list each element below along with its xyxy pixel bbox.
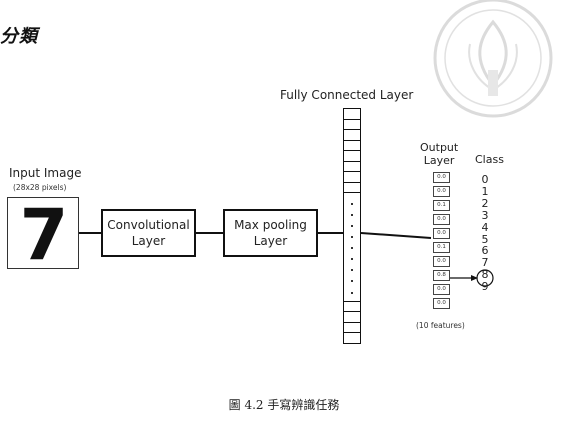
output-neuron: 0.0 bbox=[433, 186, 450, 197]
output-neuron: 0.0 bbox=[433, 256, 450, 267]
convolutional-layer-label: Convolutional Layer bbox=[107, 217, 189, 249]
max-pooling-layer-box: Max pooling Layer bbox=[223, 209, 318, 257]
output-neuron: 0.0 bbox=[433, 228, 450, 239]
fc-neuron bbox=[343, 332, 361, 344]
ellipsis-dot bbox=[351, 292, 353, 294]
class-title: Class bbox=[475, 153, 504, 166]
ellipsis-dot bbox=[351, 258, 353, 260]
convolutional-layer-box: Convolutional Layer bbox=[101, 209, 196, 257]
output-neuron: 0.0 bbox=[433, 284, 450, 295]
fully-connected-title: Fully Connected Layer bbox=[280, 88, 413, 102]
output-neuron: 0.0 bbox=[433, 298, 450, 309]
output-features-note: (10 features) bbox=[416, 321, 465, 330]
ellipsis-dot bbox=[351, 203, 353, 205]
ellipsis-dot bbox=[351, 236, 353, 238]
ellipsis-dot bbox=[351, 280, 353, 282]
max-pooling-layer-label: Max pooling Layer bbox=[234, 217, 307, 249]
output-neuron: 0.8 bbox=[433, 270, 450, 281]
ellipsis-dot bbox=[351, 247, 353, 249]
fc-neuron-ellipsis bbox=[343, 192, 361, 302]
ellipsis-dot bbox=[351, 269, 353, 271]
output-neuron: 0.1 bbox=[433, 200, 450, 211]
output-neuron: 0.0 bbox=[433, 214, 450, 225]
ellipsis-dot bbox=[351, 214, 353, 216]
fully-connected-column bbox=[343, 108, 361, 344]
output-neuron: 0.0 bbox=[433, 172, 450, 183]
class-label: 9 bbox=[479, 280, 491, 293]
figure-caption: 圖 4.2 手寫辨識任務 bbox=[0, 396, 568, 413]
output-neuron: 0.1 bbox=[433, 242, 450, 253]
ellipsis-dot bbox=[351, 225, 353, 227]
output-layer-title: Output Layer bbox=[420, 141, 458, 167]
